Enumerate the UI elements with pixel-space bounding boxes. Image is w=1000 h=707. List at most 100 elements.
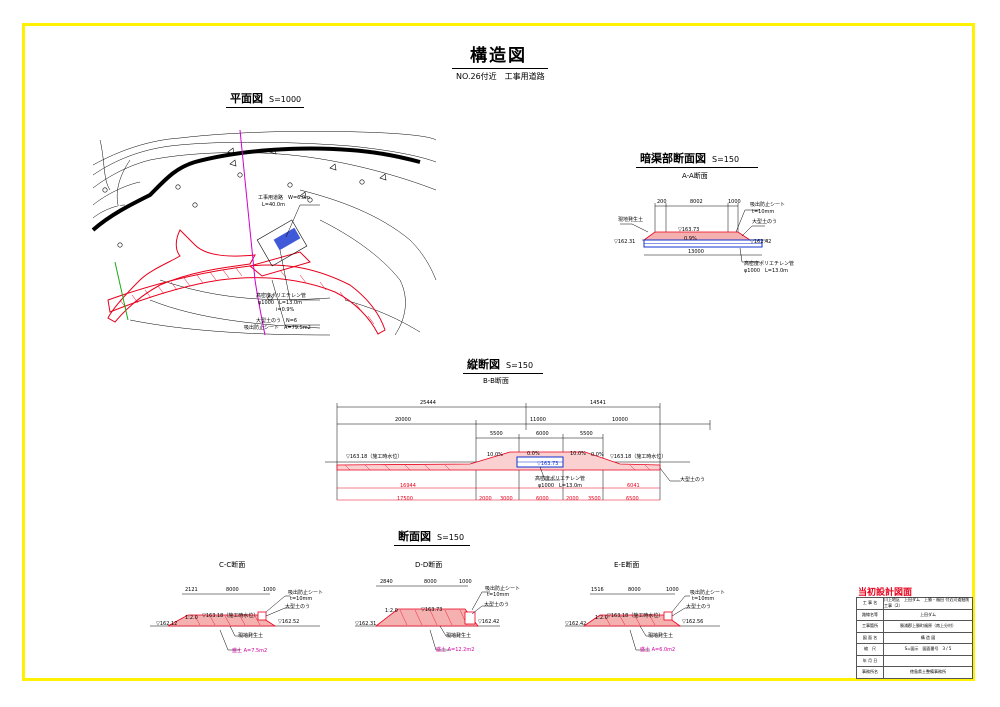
contour-line — [159, 279, 331, 300]
dd-elev-left: ▽162.31 — [355, 621, 377, 627]
section-line-green — [114, 261, 129, 321]
tree-symbol — [359, 179, 365, 185]
triangle-mark — [299, 191, 307, 199]
plan-slope-label: i=0.9% — [276, 307, 295, 313]
culvert-outline-plan — [256, 219, 308, 267]
plan-length-label: L=40.0m — [262, 202, 285, 208]
plan-heading-underline — [226, 107, 304, 108]
title-block-value — [884, 655, 973, 666]
culvert-dim-mid: 8002 — [690, 199, 703, 205]
profile-grade-b: 0.0% — [527, 451, 540, 457]
title-block-key: 事務所名 — [856, 667, 884, 678]
cc-dim-1: 2121 — [185, 587, 198, 593]
dd-elev-right: ▽162.42 — [478, 619, 500, 625]
tree-symbol — [117, 242, 123, 248]
contour-line — [99, 139, 111, 191]
profile-dim-5500b: 5500 — [580, 431, 593, 437]
cc-bag: 大型土のう — [285, 604, 311, 610]
cc-dim-2: 8000 — [226, 587, 239, 593]
plan-road-label: 工事用道路 W=6.0m — [258, 195, 310, 201]
title-block-key: 路線名等 — [856, 609, 884, 620]
profile-b-6041: 6041 — [627, 483, 640, 489]
leader-line — [620, 223, 649, 233]
profile-b-17500: 17500 — [397, 496, 413, 502]
contour-line — [116, 159, 131, 206]
hatch — [183, 277, 191, 287]
leader-line — [735, 209, 760, 233]
profile-dim-5500a: 5500 — [490, 431, 503, 437]
hatch — [644, 464, 651, 471]
profile-heading: 縦断図 S=150 — [467, 359, 533, 370]
title-block-value: 上田ダム — [884, 609, 973, 620]
culvert-heading-underline — [636, 167, 758, 168]
title-block-row: 事務所名徳島県土整備事務所 — [856, 667, 973, 679]
triangle-mark — [229, 159, 237, 167]
dd-ground: 現地発生土 — [446, 633, 472, 639]
culvert-elev-left: ▽162.31 — [614, 239, 636, 245]
plan-heading-text: 平面図 — [230, 92, 263, 105]
profile-wl-left: ▽163.18（施工時水位） — [346, 454, 403, 460]
profile-heading-text: 縦断図 — [467, 358, 500, 371]
profile-b-2000b: 2000 — [566, 496, 579, 502]
dd-wl: ▽163.73 — [421, 607, 443, 613]
hatch — [235, 267, 243, 277]
cc-dim-3: 1000 — [263, 587, 276, 593]
leader-line — [271, 279, 320, 326]
cc-elev-right: ▽162.52 — [278, 619, 300, 625]
leader-line — [659, 467, 680, 482]
sandbag — [663, 611, 673, 621]
profile-section-name: B-B断面 — [483, 377, 509, 385]
culvert-ground-label: 現地発生土 — [618, 217, 644, 223]
profile-pipe-dim: φ1000 L=13.0m — [538, 483, 583, 489]
hatch — [444, 464, 451, 471]
profile-dim-11000: 11000 — [530, 417, 546, 423]
plan-embank-label: 大型土のう N=6 — [256, 318, 298, 324]
ee-ground: 現地発生土 — [648, 633, 674, 639]
profile-heading-underline — [463, 373, 543, 374]
ee-elev-left: ▽162.42 — [565, 621, 587, 627]
profile-fill-body — [336, 451, 661, 471]
cross-scale: S=150 — [437, 533, 465, 542]
contour-line — [92, 131, 437, 166]
contour-line — [92, 141, 437, 176]
title-block-row: 工事箇所勝浦郡上勝町福原（南上分村） — [856, 621, 973, 633]
title-block-key: 図 面 名 — [856, 632, 884, 643]
cc-ground: 現地発生土 — [238, 633, 264, 639]
plan-pipe-label: 高密度ポリエチレン管 — [256, 293, 307, 299]
fill-zone — [107, 264, 386, 335]
hatch — [222, 269, 230, 279]
ee-elev-right: ▽162.56 — [682, 619, 704, 625]
title-underline — [452, 68, 548, 69]
hatch — [364, 464, 371, 471]
sandbag — [464, 611, 476, 625]
title-block-key: 縮 尺 — [856, 644, 884, 655]
tree-symbol — [192, 202, 198, 208]
hatch — [629, 464, 636, 471]
profile-b-2000a: 2000 — [479, 496, 492, 502]
profile-b-6000: 6000 — [536, 496, 549, 502]
profile-scale: S=150 — [506, 361, 534, 370]
ee-bag: 大型土のう — [686, 604, 712, 610]
culvert-elev-top: ▽163.73 — [678, 227, 700, 233]
hatch — [131, 294, 139, 304]
tree-symbol — [267, 295, 273, 301]
cc-section-name: C-C断面 — [219, 561, 246, 569]
profile-bag-label: 大型土のう — [680, 477, 706, 483]
culvert-sheet-label: 吸出防止シート — [750, 202, 786, 208]
contour-line — [149, 299, 321, 329]
culvert-scale: S=150 — [712, 155, 740, 164]
profile-b-16944: 16944 — [400, 483, 416, 489]
dd-slope: 1:2.0 — [385, 608, 398, 614]
contour-line — [319, 219, 406, 336]
culvert-pipe-dim: φ1000 L=13.0m — [744, 268, 789, 274]
tree-symbol — [237, 172, 243, 178]
profile-b-6500: 6500 — [626, 496, 639, 502]
triangle-mark — [329, 163, 337, 171]
ee-sheet: 吸出防止シート — [690, 590, 726, 596]
existing-road-center — [92, 157, 194, 225]
hatch — [157, 285, 165, 295]
profile-dim-6000: 6000 — [536, 431, 549, 437]
